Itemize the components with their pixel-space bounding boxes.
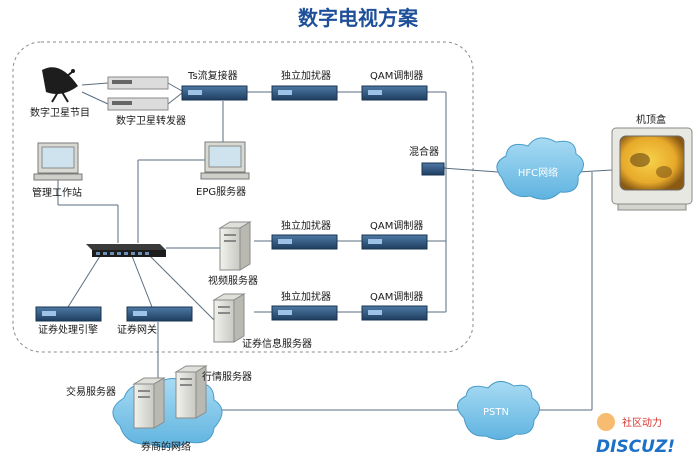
label-qam-2: QAM调制器	[370, 219, 423, 232]
qam-2-device	[361, 234, 428, 250]
label-mixer: 混合器	[409, 145, 439, 158]
scrambler-2-device	[271, 234, 338, 250]
sec-gateway-device	[126, 306, 193, 322]
label-scrambler-2: 独立加扰器	[281, 219, 331, 232]
tower-server-icon	[212, 293, 246, 343]
label-sat-repeater: 数字卫星转发器	[116, 114, 186, 127]
network-switch-icon	[86, 244, 166, 257]
label-qam-3: QAM调制器	[370, 290, 423, 303]
scrambler-3-device	[271, 305, 338, 321]
connection-lines	[57, 82, 613, 411]
label-scrambler-3: 独立加扰器	[281, 290, 331, 303]
label-satellite: 数字卫星节目	[30, 106, 90, 119]
label-sec-engine: 证券处理引擎	[38, 323, 98, 336]
label-pstn: PSTN	[483, 407, 509, 418]
watermark-top: 社区动力	[622, 416, 662, 429]
label-scrambler-1: 独立加扰器	[281, 69, 331, 82]
qam-3-device	[361, 305, 428, 321]
rack-device-icon	[107, 76, 169, 111]
scrambler-1-device	[271, 85, 338, 101]
label-broker-net: 券商的网络	[141, 440, 191, 453]
label-trade-server: 交易服务器	[66, 385, 116, 398]
diagram-title: 数字电视方案	[298, 6, 419, 30]
label-qam-1: QAM调制器	[370, 69, 423, 82]
satellite-dish-icon	[42, 67, 78, 103]
headend-boundary	[12, 41, 474, 353]
label-ts-mux: Ts流复接器	[187, 69, 238, 82]
label-sec-gateway: 证券网关	[117, 323, 157, 336]
cloud-icon	[457, 381, 540, 440]
tower-server-icon	[174, 365, 208, 419]
label-quote-server: 行情服务器	[202, 370, 252, 383]
label-epg-server: EPG服务器	[196, 185, 246, 198]
computer-monitor-icon	[200, 141, 250, 180]
watermark: 社区动力 DISCUZ!	[596, 413, 675, 457]
tv-icon	[611, 127, 693, 211]
label-sec-info-server: 证券信息服务器	[242, 337, 312, 350]
qam-1-device	[361, 85, 428, 101]
label-hfc: HFC网络	[518, 166, 558, 179]
tower-server-icon	[132, 377, 166, 429]
tower-server-icon	[218, 221, 252, 271]
label-stb: 机顶盒	[636, 113, 666, 126]
computer-monitor-icon	[33, 142, 83, 181]
watermark-bottom: DISCUZ!	[596, 437, 675, 457]
ts-mux-device	[181, 85, 248, 101]
sec-engine-device	[35, 306, 102, 322]
mixer-device	[421, 162, 445, 176]
label-video-server: 视频服务器	[208, 274, 258, 287]
cloud-icon	[496, 137, 584, 200]
label-mgmt-ws: 管理工作站	[32, 186, 82, 199]
